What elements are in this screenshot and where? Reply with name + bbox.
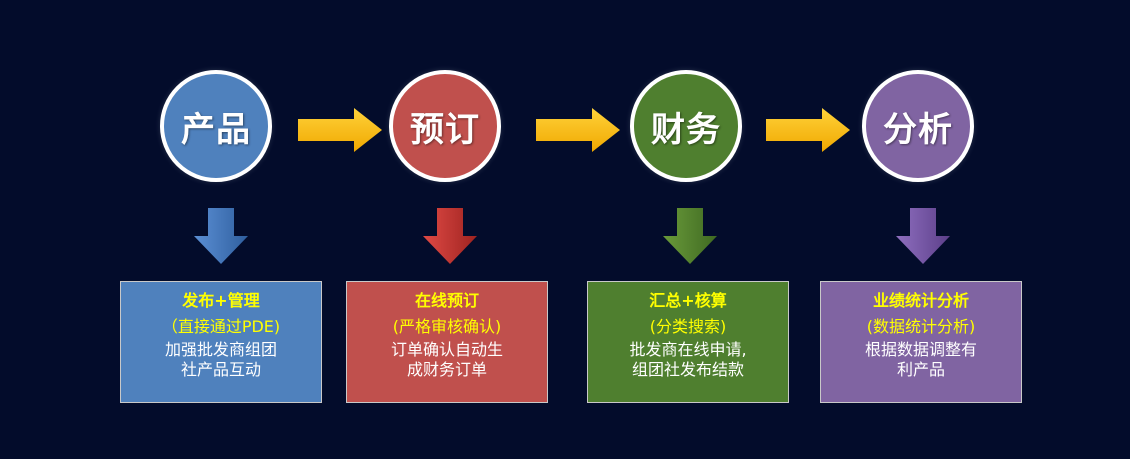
box-desc-line: 社产品互动 [180, 360, 261, 379]
step-circle-booking: 预订 [389, 70, 501, 182]
arrow-right-icon [536, 108, 620, 152]
box-desc-line: 加强批发商组团 [164, 340, 277, 359]
arrow-right-icon [298, 108, 382, 152]
arrow-right-icon [766, 108, 850, 152]
arrow-down-icon [663, 208, 717, 264]
box-subtitle: （直接通过PDE) [161, 317, 281, 336]
box-title: 汇总+核算 [649, 291, 727, 310]
box-title: 业绩统计分析 [872, 291, 969, 310]
box-title: 发布+管理 [182, 291, 260, 310]
step-circle-product: 产品 [160, 70, 272, 182]
box-desc-line: 订单确认自动生 [390, 340, 503, 359]
box-description: 加强批发商组团 社产品互动 [121, 340, 321, 380]
box-description: 订单确认自动生 成财务订单 [347, 340, 547, 380]
arrow-down-icon [896, 208, 950, 264]
box-desc-line: 批发商在线申请, [629, 340, 747, 359]
box-subtitle: (数据统计分析) [866, 317, 976, 336]
box-subtitle: (严格审核确认) [392, 317, 502, 336]
step-circle-analysis: 分析 [862, 70, 974, 182]
step-box-analysis: 业绩统计分析 (数据统计分析) 根据数据调整有 利产品 [820, 281, 1022, 403]
box-desc-line: 成财务订单 [406, 360, 487, 379]
box-subtitle: (分类搜索) [649, 317, 727, 336]
box-desc-line: 利产品 [896, 360, 945, 379]
box-description: 根据数据调整有 利产品 [821, 340, 1021, 380]
box-desc-line: 组团社发布结款 [631, 360, 744, 379]
arrow-down-icon [194, 208, 248, 264]
step-circle-finance: 财务 [630, 70, 742, 182]
step-box-product: 发布+管理 （直接通过PDE) 加强批发商组团 社产品互动 [120, 281, 322, 403]
box-desc-line: 根据数据调整有 [864, 340, 977, 359]
arrow-down-icon [423, 208, 477, 264]
box-description: 批发商在线申请, 组团社发布结款 [588, 340, 788, 380]
step-box-booking: 在线预订 (严格审核确认) 订单确认自动生 成财务订单 [346, 281, 548, 403]
step-box-finance: 汇总+核算 (分类搜索) 批发商在线申请, 组团社发布结款 [587, 281, 789, 403]
box-title: 在线预订 [414, 291, 479, 310]
